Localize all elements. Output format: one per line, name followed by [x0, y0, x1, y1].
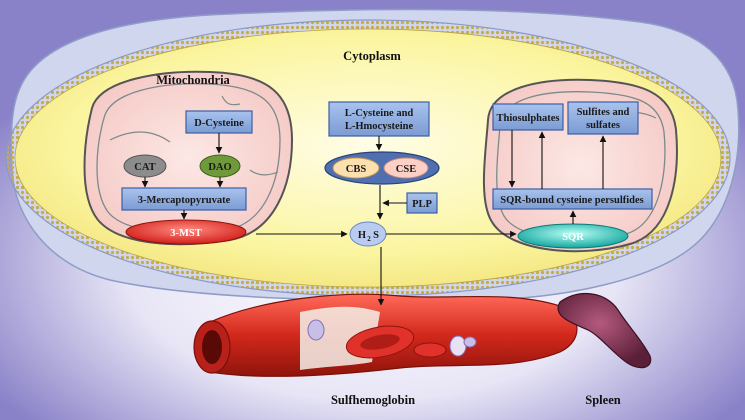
d-cysteine-label: D-Cysteine: [194, 118, 244, 129]
sqr-label: SQR: [562, 232, 584, 243]
h2s-label-s: S: [373, 230, 379, 241]
thiosulphates-label: Thiosulphates: [496, 113, 559, 124]
mst-enzyme: [125, 219, 247, 245]
h2s-label-sub: 2: [367, 235, 371, 243]
blood-vessel: [193, 293, 578, 377]
cbs-label: CBS: [346, 164, 367, 175]
sulfites-label-1: Sulfites and: [577, 107, 630, 118]
cse-enzyme: [383, 157, 429, 179]
h2s-label-h: H: [358, 230, 366, 241]
spleen-label: Spleen: [585, 393, 620, 407]
pathway-arrows: [141, 130, 607, 306]
mitochondria-label: Mitochondria: [156, 73, 230, 87]
mercaptopyruvate-label: 3-Mercaptopyruvate: [138, 195, 231, 206]
cytoplasm-label: Cytoplasm: [343, 49, 401, 63]
spleen-organ: [557, 293, 652, 369]
plp-label: PLP: [412, 199, 432, 210]
thiosulphates-box: [492, 103, 564, 131]
cat-label: CAT: [134, 162, 155, 173]
cse-label: CSE: [396, 164, 416, 175]
sulfhemoglobin-label: Sulfhemoglobin: [331, 393, 415, 407]
sulfites-label-2: sulfates: [586, 120, 620, 131]
cbs-enzyme: [332, 157, 380, 179]
dao-label: DAO: [208, 162, 231, 173]
sqr-persulfides-label: SQR-bound cysteine persulfides: [500, 195, 644, 206]
mitochondrion-left: [83, 70, 294, 246]
sqr-persulfides-box: [492, 188, 653, 210]
mst-label: 3-MST: [170, 228, 202, 239]
sulfites-box: [567, 101, 639, 135]
l-cysteine-label-2: L-Hmocysteine: [345, 121, 414, 132]
l-cysteine-label-1: L-Cysteine and: [345, 108, 414, 119]
